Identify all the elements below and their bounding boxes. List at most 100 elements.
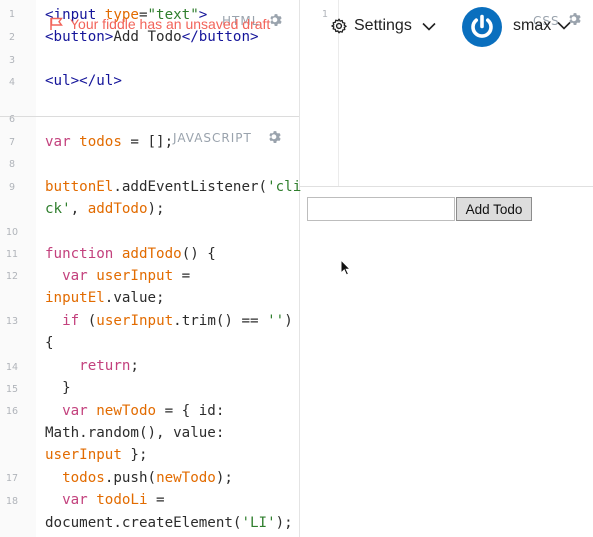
code-token: ; xyxy=(130,358,139,374)
code-line: var userInput = xyxy=(45,265,190,287)
todo-input[interactable] xyxy=(307,197,455,221)
code-token: 'cli xyxy=(267,179,302,195)
code-token: addTodo xyxy=(87,201,148,217)
code-token: ) xyxy=(284,313,293,329)
power-icon xyxy=(471,14,493,38)
gear-icon xyxy=(331,18,347,34)
line-number: 7 xyxy=(8,137,16,148)
line-number: 18 xyxy=(5,496,19,507)
code-token: addTodo xyxy=(121,246,182,262)
line-number: 8 xyxy=(8,159,16,170)
code-token: todoLi xyxy=(96,492,148,508)
flag-icon xyxy=(50,17,63,30)
code-token: ); xyxy=(215,470,233,486)
mouse-cursor-icon xyxy=(340,259,352,276)
unsaved-draft-banner[interactable]: Your fiddle has an unsaved draft xyxy=(49,16,270,32)
line-number: 3 xyxy=(8,55,16,66)
code-token: return xyxy=(79,358,131,374)
line-number: 17 xyxy=(5,473,19,484)
js-panel-label: JAVASCRIPT xyxy=(173,131,252,145)
code-token: = []; xyxy=(121,134,174,150)
line-number: 16 xyxy=(5,406,19,417)
line-number: 9 xyxy=(8,182,16,193)
line-number: 1 xyxy=(8,9,16,20)
code-line: var todos = []; xyxy=(45,131,173,153)
editor-result-divider[interactable] xyxy=(299,0,300,537)
css-line-number: 1 xyxy=(321,9,329,20)
code-token: .value; xyxy=(104,290,165,306)
code-line: todos.push(newTodo); xyxy=(45,467,233,489)
code-line: ck', addTodo); xyxy=(45,198,165,220)
code-line: if (userInput.trim() == '') xyxy=(45,310,293,332)
code-token: if xyxy=(62,313,80,329)
code-token: var xyxy=(62,268,88,284)
code-token: todos xyxy=(79,134,122,150)
code-token: = xyxy=(138,7,148,23)
code-token: </ul> xyxy=(79,73,122,89)
css-gutter-divider xyxy=(338,0,339,186)
code-token: userInput xyxy=(96,313,174,329)
code-line: inputEl.value; xyxy=(45,287,165,309)
code-line: { xyxy=(45,335,54,351)
unsaved-draft-text: Your fiddle has an unsaved draft xyxy=(70,16,271,32)
code-token: newTodo xyxy=(156,470,216,486)
gear-icon[interactable] xyxy=(269,13,283,27)
line-number: 14 xyxy=(5,362,19,373)
code-line: userInput }; xyxy=(45,444,148,466)
code-token: , xyxy=(70,201,88,217)
code-line: var newTodo = { id: xyxy=(45,400,224,422)
code-token: .addEventListener( xyxy=(113,179,268,195)
chevron-down-icon[interactable] xyxy=(557,21,571,30)
html-gutter xyxy=(0,0,36,116)
chevron-down-icon xyxy=(422,22,436,31)
code-token: .push( xyxy=(104,470,157,486)
code-token: }; xyxy=(121,447,148,463)
css-result-divider[interactable] xyxy=(300,186,593,187)
code-token: () { xyxy=(181,246,216,262)
code-token: = xyxy=(147,492,165,508)
code-line: <button>Add Todo</button> xyxy=(45,26,259,48)
settings-label: Settings xyxy=(354,17,412,34)
code-token: ); xyxy=(275,515,293,531)
code-token: ); xyxy=(147,201,165,217)
code-token: > xyxy=(198,7,208,23)
html-js-divider[interactable] xyxy=(0,116,299,117)
code-line: <ul></ul> xyxy=(45,70,122,92)
code-token: var xyxy=(62,492,88,508)
code-token: <button> xyxy=(45,29,114,45)
code-token: inputEl xyxy=(45,290,105,306)
js-gutter xyxy=(0,117,36,537)
code-line: document.createElement('LI'); xyxy=(45,512,293,534)
line-number: 13 xyxy=(5,316,19,327)
code-line: buttonEl.addEventListener('cli xyxy=(45,176,301,198)
line-number: 15 xyxy=(5,384,19,395)
line-number: 12 xyxy=(5,271,19,282)
code-token: document.createElement( xyxy=(45,515,242,531)
code-line: var todoLi = xyxy=(45,489,165,511)
line-number: 2 xyxy=(8,32,16,43)
code-line: function addTodo() { xyxy=(45,243,216,265)
code-line: Math.random(), value: xyxy=(45,425,225,441)
avatar[interactable] xyxy=(462,7,502,47)
code-token: '' xyxy=(267,313,285,329)
line-number: 6 xyxy=(8,114,16,125)
code-token: } xyxy=(62,380,71,396)
code-token: todos xyxy=(62,470,105,486)
code-token: type xyxy=(104,7,139,23)
add-todo-button[interactable]: Add Todo xyxy=(456,197,532,221)
code-token: buttonEl xyxy=(45,179,114,195)
code-token: "text" xyxy=(147,7,199,23)
gear-icon[interactable] xyxy=(568,12,582,26)
code-token: ck' xyxy=(45,201,71,217)
code-token: Add Todo xyxy=(113,29,182,45)
code-token: 'LI' xyxy=(241,515,276,531)
code-token: userInput xyxy=(45,447,122,463)
code-line: return; xyxy=(45,355,139,377)
line-number: 10 xyxy=(5,227,19,238)
code-token: newTodo xyxy=(96,403,157,419)
code-token: = xyxy=(173,268,191,284)
username[interactable]: smax xyxy=(513,17,552,34)
settings-menu-button[interactable]: Settings xyxy=(331,14,436,38)
css-panel-label: CSS xyxy=(533,14,560,28)
gear-icon[interactable] xyxy=(268,130,282,144)
